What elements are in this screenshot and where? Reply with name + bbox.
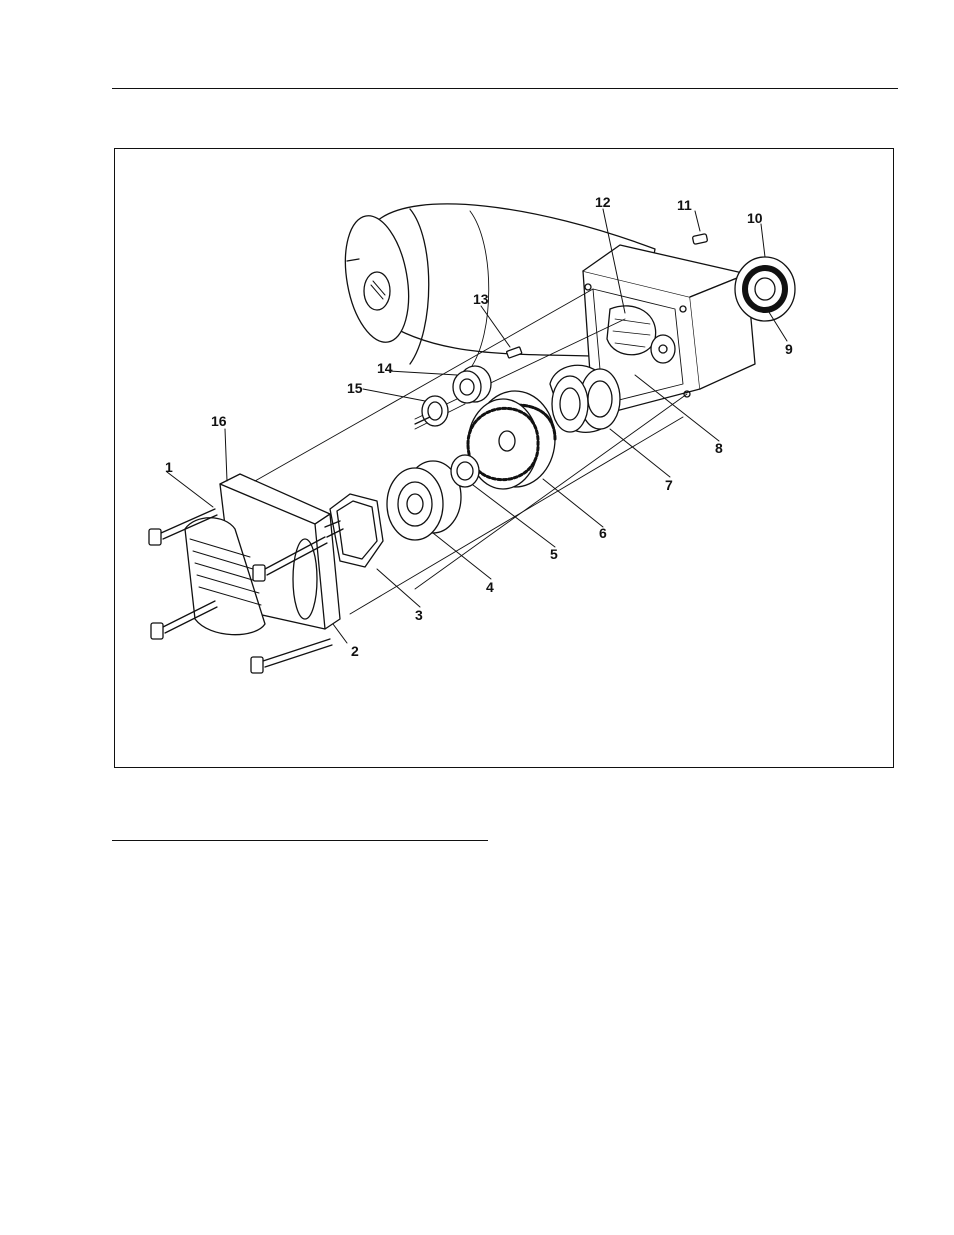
seal-10-drawing [735,257,795,321]
end-cover-1-drawing [149,474,343,673]
callout-13: 13 [473,291,489,307]
bearing-7-drawing [550,365,620,432]
callout-3: 3 [415,607,423,623]
callout-15: 15 [347,380,363,396]
callout-12: 12 [595,194,611,210]
callout-4: 4 [486,579,494,595]
section-rule [112,840,488,841]
callout-11: 11 [677,197,692,213]
callout-9: 9 [785,341,793,357]
callout-2: 2 [351,643,359,659]
key-11-drawing [692,234,707,245]
callout-7: 7 [665,477,673,493]
callout-16: 16 [211,413,227,429]
callout-6: 6 [599,525,607,541]
callout-8: 8 [715,440,723,456]
exploded-view-figure: 1 2 3 4 5 6 7 8 9 10 11 12 13 14 15 16 [114,148,894,768]
spacer-5-drawing [451,455,479,487]
callout-1: 1 [165,459,173,475]
callout-10: 10 [747,210,763,226]
callout-14: 14 [377,360,393,376]
exploded-view-drawing: 1 2 3 4 5 6 7 8 9 10 11 12 13 14 15 16 [115,149,895,769]
callout-5: 5 [550,546,558,562]
header-rule [112,88,898,89]
bearing-14-drawing [453,366,491,403]
gear-6-drawing [468,391,555,489]
bearing-4-drawing [387,461,461,540]
